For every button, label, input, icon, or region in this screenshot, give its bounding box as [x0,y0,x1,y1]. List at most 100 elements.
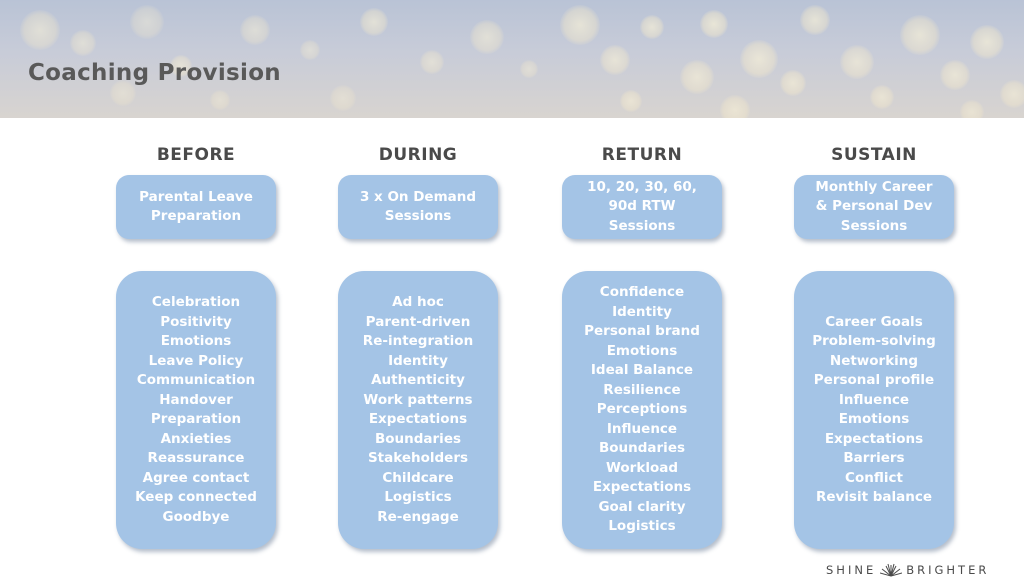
list-item: Confidence [599,284,685,301]
list-item: Emotions [606,342,678,359]
sunburst-icon [880,563,903,577]
bokeh-light [740,40,778,78]
list-item: Expectations [368,411,468,427]
list-item: Anxieties [160,430,232,447]
page-title: Coaching Provision [28,60,281,86]
list-item: 3 x On Demand [359,188,477,205]
bokeh-light [210,90,230,110]
list-item: Celebration [151,294,241,310]
bokeh-light [360,8,388,36]
list-item: Reassurance [147,450,245,466]
bokeh-light [870,85,894,109]
bokeh-light [600,45,630,75]
column-heading: BEFORE [156,145,236,165]
list-item: Communication [136,372,256,388]
bokeh-light [240,15,270,45]
list-item: Ideal Balance [590,362,694,379]
list-item: Personal brand [584,323,700,340]
bokeh-light [970,25,1004,59]
list-item: Re-engage [377,508,459,525]
list-item: Monthly Career [815,178,933,195]
list-item: Logistics [384,489,452,505]
list-item: Perceptions [596,401,688,418]
list-item: Goodbye [162,508,230,525]
list-item: Sessions [608,217,676,234]
bokeh-light [470,20,504,54]
list-item: Workload [606,459,678,476]
list-item: Career Goals [825,313,923,330]
list-item: Work patterns [363,391,473,408]
list-item: Boundaries [374,430,462,447]
bokeh-light [940,60,970,90]
list-item: 90d RTW [608,198,676,215]
list-item: Parent-driven [365,313,471,330]
list-item: Boundaries [598,440,686,457]
list-item: Leave Policy [148,352,244,369]
bokeh-light [300,40,320,60]
list-item: Positivity [160,313,232,330]
list-item: Expectations [592,479,692,496]
bokeh-light [640,15,664,39]
list-item: Parental Leave [139,188,253,205]
bokeh-light [780,70,806,96]
list-item: Resilience [603,381,681,398]
bokeh-light [560,5,600,45]
list-item: Conflict [845,469,903,486]
list-item: & Personal Dev [815,198,933,215]
bokeh-light [70,30,96,56]
bokeh-light [900,15,940,55]
column-heading: SUSTAIN [831,145,917,165]
list-item: Networking [829,352,919,369]
list-item: Sessions [840,217,908,234]
column-heading: RETURN [601,145,683,165]
list-item: Personal profile [813,372,935,388]
list-item: Influence [606,420,678,437]
bokeh-light [700,10,728,38]
column-heading: DURING [378,145,458,165]
list-item: Preparation [150,208,242,224]
bokeh-light [1000,80,1024,108]
bokeh-light [620,90,642,112]
list-item: Problem-solving [812,333,936,349]
bokeh-light [130,5,164,39]
list-item: Revisit balance [815,489,933,505]
bokeh-light [520,60,538,78]
list-item: Influence [838,391,910,408]
summary-box: 10, 20, 30, 60, 90d RTW Sessions [562,175,722,239]
brand-logo: SHINE BRIGHTER [826,563,989,577]
list-item: Authenticity [371,372,465,388]
list-item: Preparation [150,411,242,427]
list-item: Keep connected [135,489,257,505]
list-item: Barriers [843,450,905,466]
bokeh-light [960,100,984,118]
bokeh-light [20,10,60,50]
list-item: Re-integration [362,333,474,349]
bokeh-light [110,80,136,106]
list-item: Sessions [384,208,452,224]
list-item: Identity [388,352,448,369]
brand-word-right: BRIGHTER [906,563,990,577]
brand-word-left: SHINE [826,563,877,577]
list-item: Stakeholders [367,450,469,466]
list-item: Agree contact [142,469,250,486]
list-item: Childcare [382,469,454,486]
bokeh-light [840,45,874,79]
list-item: Emotions [838,411,910,427]
list-item: Logistics [608,518,676,535]
list-item: Emotions [160,333,232,349]
list-item: Expectations [824,430,924,447]
bokeh-light [800,5,830,35]
list-item: Handover [159,391,233,408]
list-item: 10, 20, 30, 60, [587,178,697,195]
bokeh-light [170,55,192,77]
list-item: Identity [612,303,672,320]
list-item: Goal clarity [598,498,686,515]
bokeh-light [330,85,356,111]
